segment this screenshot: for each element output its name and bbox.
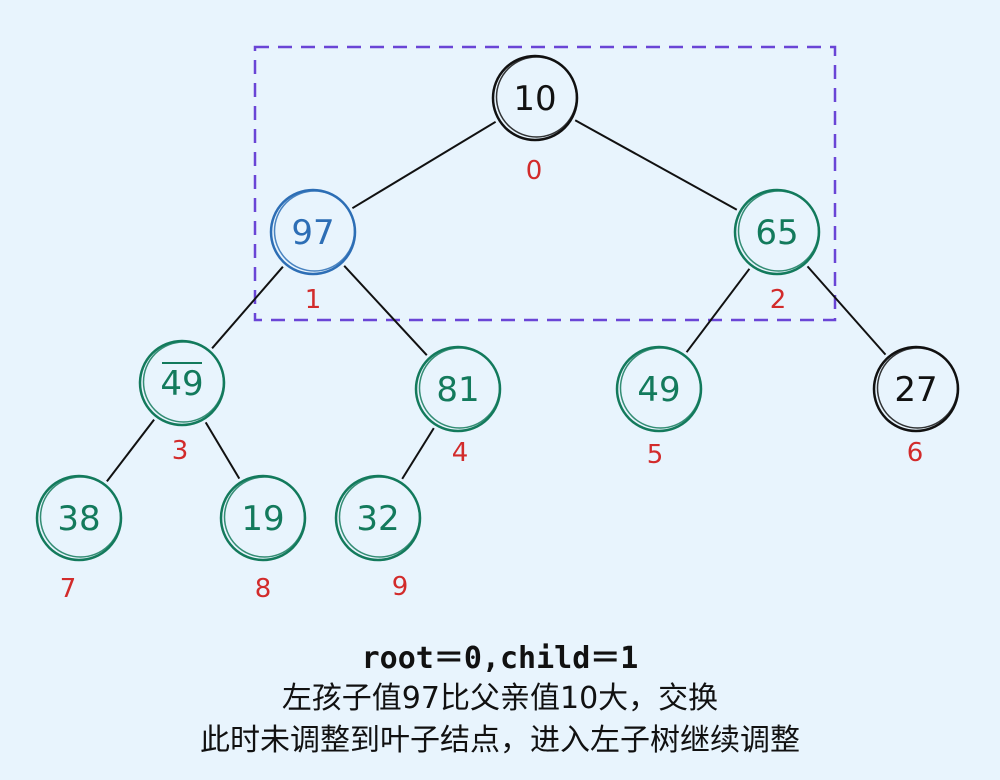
caption-swap-note: 左孩子值97比父亲值10大，交换: [281, 681, 719, 716]
node-circle-sketch: [273, 190, 356, 272]
tree-edge: [401, 427, 435, 480]
tree-node: 49 5: [615, 345, 703, 470]
tree-node: 49 3: [138, 339, 226, 466]
node-value: 81: [436, 370, 479, 410]
node-circle-sketch: [39, 476, 122, 558]
tree-edge: [204, 421, 241, 480]
tree-edge: [806, 265, 887, 356]
node-index: 8: [255, 574, 272, 604]
node-circle-sketch: [737, 190, 820, 272]
node-value: 19: [241, 499, 284, 539]
node-value: 97: [291, 213, 334, 253]
node-circle-sketch: [338, 476, 421, 558]
node-index: 9: [392, 572, 409, 602]
highlight-box: [253, 45, 837, 322]
tree-node: 38 7: [35, 474, 123, 604]
node-index: 6: [907, 438, 924, 468]
node-circle-sketch: [876, 347, 959, 429]
caption-continue-note: 此时未调整到叶子结点，进入左子树继续调整: [200, 723, 800, 758]
tree-edge: [351, 120, 497, 210]
node-value: 10: [513, 79, 556, 119]
tree-node: 32 9: [334, 474, 422, 602]
node-value: 49: [160, 364, 203, 404]
node-circle-sketch: [223, 476, 306, 558]
tree-nodes: 10 0 97 1 65 2 49 3 81 4 49 5 27 6 38 7 19 8 32 9: [35, 54, 960, 604]
tree-node: 65 2: [733, 188, 821, 315]
node-index: 1: [305, 285, 322, 315]
node-value: 65: [755, 213, 798, 253]
node-index: 0: [526, 156, 543, 186]
tree-edge: [685, 268, 751, 353]
node-value: 38: [57, 499, 100, 539]
node-index: 3: [172, 436, 189, 466]
node-index: 4: [452, 438, 469, 468]
tree-node: 81 4: [414, 345, 502, 468]
node-circle-sketch: [418, 347, 501, 429]
caption-root-child: root＝0,child＝1: [361, 641, 639, 676]
node-index: 7: [60, 574, 77, 604]
node-circle-sketch: [495, 56, 578, 138]
tree-edge: [343, 265, 428, 356]
tree-node: 27 6: [872, 345, 960, 468]
tree-node: 97 1: [269, 188, 357, 315]
node-circle-sketch: [142, 341, 225, 423]
node-index: 2: [770, 285, 787, 315]
node-value: 49: [637, 370, 680, 410]
tree-node: 10 0: [491, 54, 579, 186]
node-index: 5: [647, 440, 664, 470]
node-circle-sketch: [619, 347, 702, 429]
tree-edge: [106, 418, 155, 483]
tree-node: 19 8: [219, 474, 307, 604]
tree-edge: [211, 266, 284, 349]
tree-edge: [574, 119, 738, 211]
node-value: 32: [356, 499, 399, 539]
tree-edges: [106, 119, 887, 483]
node-value: 27: [894, 370, 937, 410]
